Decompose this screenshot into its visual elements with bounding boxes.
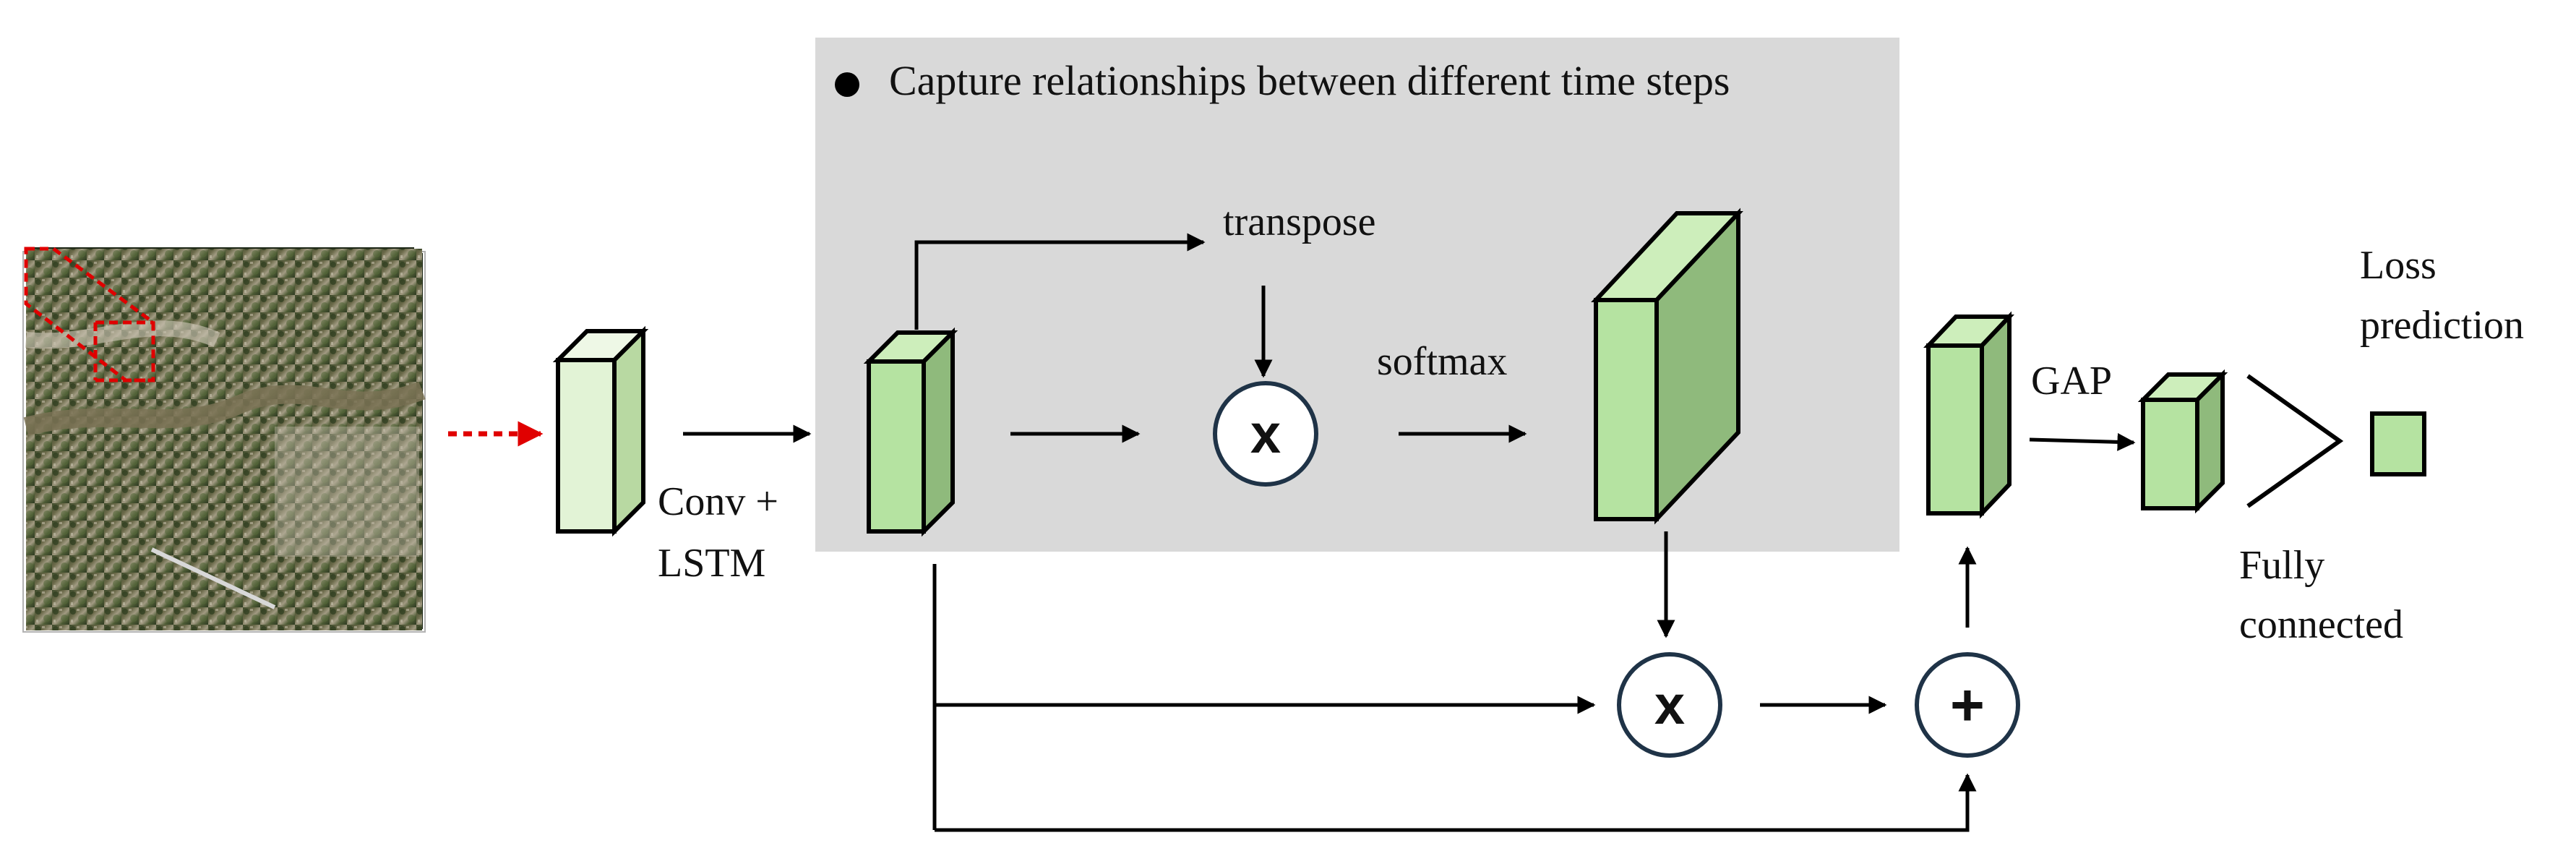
bullet-icon [835,72,859,97]
gap-label: GAP [2031,359,2112,403]
hyperspectral-image-cube-icon [22,247,426,633]
loss-label-line2: prediction [2360,303,2524,348]
softmax-label: softmax [1377,339,1507,384]
multiply-operator-2: x [1617,652,1722,758]
loss-label-line1: Loss [2360,243,2437,288]
conv-lstm-label-line1: Conv + [658,479,778,524]
add-operator: + [1915,652,2020,758]
arrow-residual [935,773,1977,832]
multiply-operator-1: x [1213,381,1318,487]
arrow-transpose [914,233,1206,330]
attention-output-block [1923,311,2014,519]
panel-note: Capture relationships between different … [889,57,1730,104]
svg-text:x: x [1654,675,1685,736]
fully-connected-chevron [2246,374,2344,508]
fully-connected-label-line2: connected [2239,602,2403,647]
input-feature-block [552,325,649,537]
attention-map-block [1591,208,1743,525]
arrow-gap [2029,432,2136,451]
transpose-label: transpose [1223,200,1376,244]
loss-prediction-block [2370,411,2426,476]
fully-connected-label-line1: Fully [2239,543,2324,588]
gap-vector-block [2137,369,2228,514]
svg-text:x: x [1250,403,1281,465]
conv-lstm-label-line2: LSTM [658,541,765,586]
conv-lstm-feature-block [863,327,958,537]
svg-text:+: + [1950,672,1985,738]
